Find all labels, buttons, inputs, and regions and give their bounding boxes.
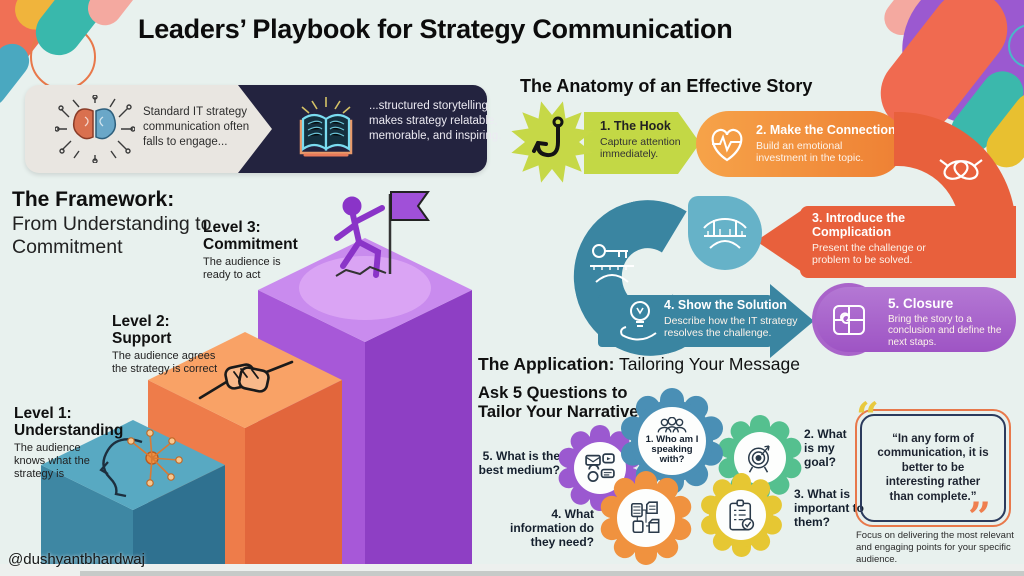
open-quote-icon: “ [856,394,880,441]
application-heading: The Application: Tailoring Your Message [478,354,800,374]
step5-text: 5. Closure Bring the story to a conclusi… [888,296,1002,348]
heart-pulse-icon [711,128,743,162]
bridge-blob [688,196,762,270]
bridge-icon [703,218,747,249]
starburst-shape [511,101,593,183]
step1-text: 1. The Hook Capture attention immediatel… [600,119,681,160]
step3-text: 3. Introduce the Complication Present th… [812,211,926,266]
clipboard-check-icon [729,499,755,531]
hook-icon [532,116,564,158]
framework-heading-bold: The Framework: [12,188,175,211]
banner-solution-text: ...structured storytelling makes strateg… [369,100,502,142]
people-icon [657,417,687,433]
documents-icon [630,501,660,534]
knot-icon [939,159,983,180]
step3-complication-arrow [800,206,1016,278]
framework-heading-rest: From Understanding to Commitment [12,212,212,258]
level-3-label: Level 3:Commitment The audience is ready… [203,219,328,282]
glowing-book-icon [299,97,353,157]
question-5-label: 5. What is the best medium? [478,449,560,477]
banner-problem-text: Standard IT strategy communication often… [143,106,250,148]
level-3-desc: The audience is ready to act [203,255,281,281]
level-2-desc: The audience agrees the strategy is corr… [112,349,218,375]
quote-text: “In any form of communication, it is bet… [877,433,989,503]
bottom-strip [80,571,1024,576]
head-network-icon [99,429,183,498]
quote-box: “In any form of communication, it is bet… [855,409,1011,527]
author-credit: @dushyantbhardwaj [8,551,145,568]
question-3-label: 3. What is important to them? [794,487,864,529]
question-1-label: 1. Who am I speaking with? [645,434,699,465]
application-subheading: Ask 5 Questions to Tailor Your Narrative [478,384,639,421]
framework-staircase [41,191,472,565]
level-2-label: Level 2:Support The audience agrees the … [112,313,232,376]
puzzle-icon [833,305,865,335]
question-4-label: 4. What information do they need? [510,507,594,549]
level-1-label: Level 1:Understanding The audience knows… [14,405,124,481]
intro-banner-dark-panel [238,85,487,173]
question-2-label: 2. What is my goal? [804,427,847,469]
framework-heading: The Framework: From Understanding to Com… [12,188,217,259]
step1-hook-arrow [584,112,700,174]
page-title: Leaders’ Playbook for Strategy Communica… [138,14,733,44]
quote-caption: Focus on delivering the most relevant an… [856,530,1014,565]
close-quote-icon: ” [968,494,992,541]
level-1-desc: The audience knows what the strategy is [14,441,90,481]
flag-person-icon [334,191,430,278]
step3-arrowhead [756,210,802,272]
bulb-hand-icon [620,301,657,341]
quote-inner-border: “In any form of communication, it is bet… [860,414,1006,522]
intro-banner: Standard IT strategy communication often… [25,85,501,173]
key-bridge-icon [590,244,634,283]
brain-circuit-icon [55,95,135,163]
anatomy-heading: The Anatomy of an Effective Story [520,76,813,96]
handshake-icon [198,360,294,400]
target-icon [748,445,770,473]
step2-text: 2. Make the Connection Build an emotiona… [756,123,896,164]
step4-text: 4. Show the Solution Describe how the IT… [664,298,798,339]
chat-messages-icon [585,453,615,482]
